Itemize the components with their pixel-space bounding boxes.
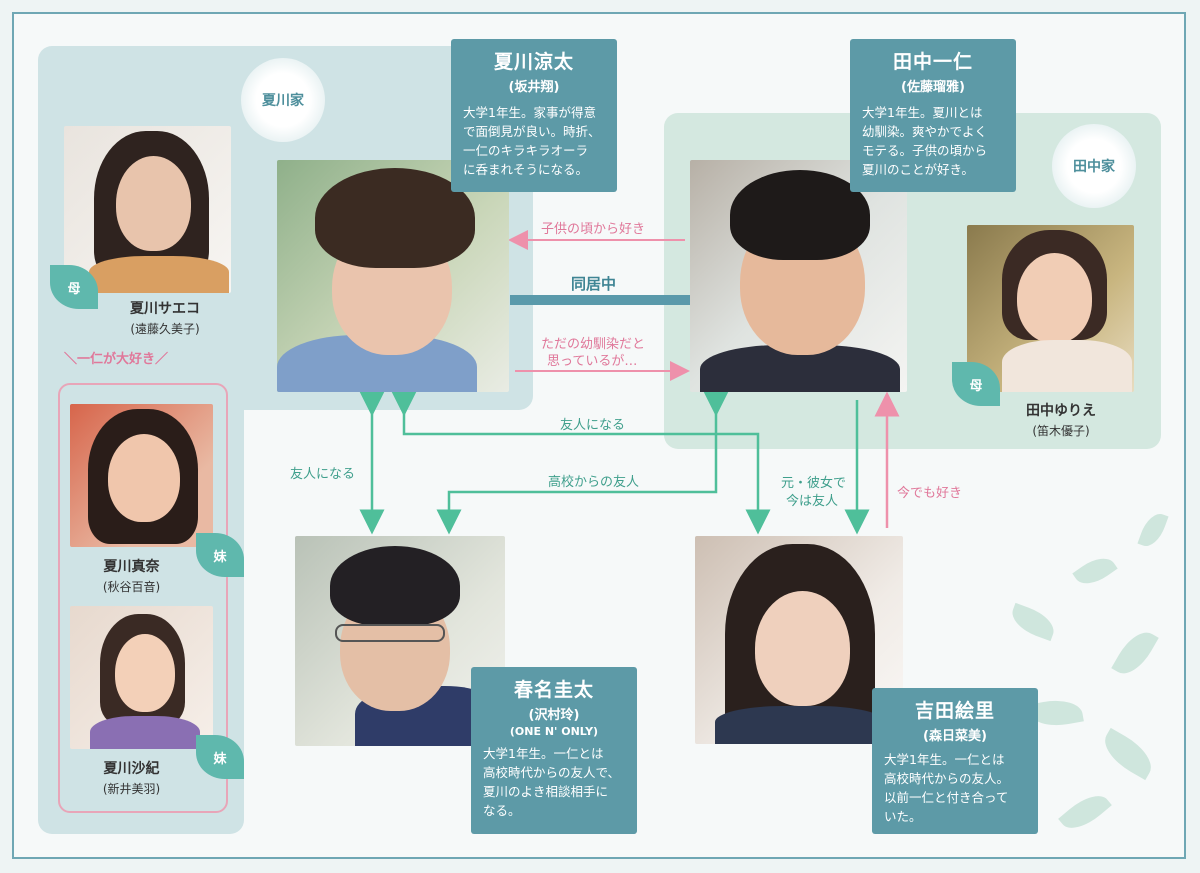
eri-actor: (森日菜美) xyxy=(923,729,987,744)
saeko-role-leaf: 母 xyxy=(50,265,98,309)
mana-photo xyxy=(70,404,213,547)
kazuhito-name: 田中一仁 xyxy=(892,51,973,73)
saeko-actor: (遠藤久美子) xyxy=(130,322,200,336)
label-ex-2: 今は友人 xyxy=(786,494,839,509)
label-become-friends-b: 友人になる xyxy=(560,418,626,433)
yurie-caption: 田中ゆりえ (笛木優子) xyxy=(986,400,1136,439)
yurie-actor: (笛木優子) xyxy=(1032,424,1090,438)
label-hs-friends: 高校からの友人 xyxy=(548,475,640,490)
kazuhito-photo xyxy=(690,160,907,392)
mana-role: 妹 xyxy=(213,549,227,565)
keita-info-box: 春名圭太 (沢村玲) (ONE N' ONLY) 大学1年生。一仁とは 高校時代… xyxy=(471,667,637,834)
saeko-caption: 夏川サエコ (遠藤久美子) xyxy=(90,298,240,337)
eri-name: 吉田絵里 xyxy=(914,700,995,722)
mana-caption: 夏川真奈 (秋谷百音) xyxy=(74,556,189,595)
label-ex-1: 元・彼女で xyxy=(781,476,847,491)
kazuhito-actor: (佐藤瑠雅) xyxy=(901,80,965,95)
saki-role-leaf: 妹 xyxy=(196,735,244,779)
yurie-photo xyxy=(967,225,1134,392)
kazuhito-info-box: 田中一仁 (佐藤瑠雅) 大学1年生。夏川とは 幼馴染。爽やかでよく モテる。子供… xyxy=(850,39,1016,192)
tanaka-family-label: 田中家 xyxy=(1073,159,1115,175)
saki-caption: 夏川沙紀 (新井美羽) xyxy=(74,758,189,797)
natsukawa-family-badge: 夏川家 xyxy=(241,58,325,142)
label-living-together: 同居中 xyxy=(571,275,617,293)
saeko-name: 夏川サエコ xyxy=(130,301,200,317)
ryota-actor: (坂井翔) xyxy=(508,80,560,95)
saki-actor: (新井美羽) xyxy=(102,782,161,796)
saeko-photo xyxy=(64,126,231,293)
keita-group: (ONE N' ONLY) xyxy=(509,725,599,738)
keita-actor: (沢村玲) xyxy=(528,708,580,723)
keita-photo xyxy=(295,536,505,746)
natsukawa-family-label: 夏川家 xyxy=(262,93,304,109)
label-become-friends-a: 友人になる xyxy=(290,467,356,482)
eri-info-box: 吉田絵里 (森日菜美) 大学1年生。一仁とは 高校時代からの友人。 以前一仁と付… xyxy=(872,688,1038,834)
ryota-name: 夏川涼太 xyxy=(493,51,574,73)
mana-name: 夏川真奈 xyxy=(103,559,160,575)
kazuhito-desc: 大学1年生。夏川とは 幼馴染。爽やかでよく モテる。子供の頃から 夏川のことが好… xyxy=(862,105,988,177)
sisters-box xyxy=(58,383,228,813)
eri-desc: 大学1年生。一仁とは 高校時代からの友人。 以前一仁と付き合って いた。 xyxy=(884,752,1010,824)
mana-role-leaf: 妹 xyxy=(196,533,244,577)
saki-name: 夏川沙紀 xyxy=(103,761,160,777)
saki-photo xyxy=(70,606,213,749)
yurie-role-leaf: 母 xyxy=(952,362,1000,406)
tanaka-family-badge: 田中家 xyxy=(1052,124,1136,208)
ryota-desc: 大学1年生。家事が得意 で面倒見が良い。時折、 一仁のキラキラオーラ に呑まれそ… xyxy=(463,105,601,177)
living-together-bar xyxy=(510,295,690,305)
keita-desc: 大学1年生。一仁とは 高校時代からの友人で、 夏川のよき相談相手に なる。 xyxy=(483,746,621,818)
ryota-info-box: 夏川涼太 (坂井翔) 大学1年生。家事が得意 で面倒見が良い。時折、 一仁のキラ… xyxy=(451,39,617,192)
yurie-name: 田中ゆりえ xyxy=(1026,403,1096,419)
saki-role: 妹 xyxy=(213,751,227,767)
eri-photo xyxy=(695,536,903,744)
sisters-love-label: ＼一仁が大好き／ xyxy=(64,352,169,367)
keita-name: 春名圭太 xyxy=(513,679,594,701)
label-just-friend-2: 思っているが… xyxy=(547,354,638,369)
arrow-kazuhito-keita xyxy=(436,391,729,535)
mana-actor: (秋谷百音) xyxy=(102,580,161,594)
yurie-role: 母 xyxy=(969,378,983,394)
label-just-friend-1: ただの幼馴染だと xyxy=(541,337,646,352)
label-still-love: 今でも好き xyxy=(897,486,963,501)
label-since-child: 子供の頃から好き xyxy=(541,222,646,237)
saeko-role: 母 xyxy=(67,281,81,297)
ryota-photo xyxy=(277,160,509,392)
